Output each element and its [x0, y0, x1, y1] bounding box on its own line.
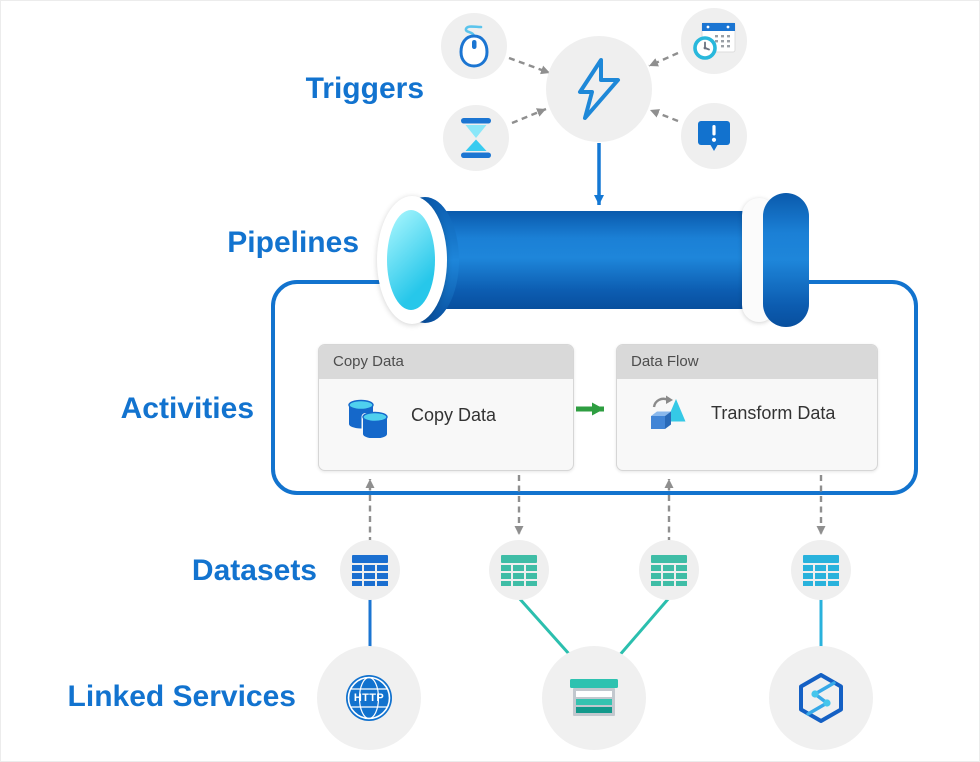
pipeline-pipe-body	[429, 211, 761, 309]
data-flow-icon	[651, 395, 686, 429]
pipeline-pipe-collar	[763, 193, 809, 327]
copy-data-card-label: Copy Data	[411, 404, 497, 425]
tumbling-window-trigger-circle	[443, 105, 509, 171]
tumbling-trigger-connector	[511, 107, 547, 125]
alert-message-icon	[698, 121, 730, 151]
hourglass-icon	[461, 118, 491, 158]
event-trigger-connector	[649, 108, 679, 123]
synapse-hexagon-icon	[799, 673, 843, 723]
dataset-circle-2	[489, 540, 549, 600]
copy-data-activity-card: Copy Data Copy Data	[318, 344, 574, 471]
manual-trigger-connector	[508, 56, 551, 75]
copy-data-icon	[348, 399, 389, 438]
trigger-hub-circle	[546, 36, 652, 142]
triggers-label: Triggers	[305, 72, 424, 105]
schedule-trigger-connector	[648, 51, 679, 68]
dataset-circle-3	[639, 540, 699, 600]
dataset-table-icon-teal	[651, 554, 687, 586]
manual-trigger-circle	[441, 13, 507, 79]
dataset-circle-1	[340, 540, 400, 600]
data-flow-card-label: Transform Data	[711, 402, 836, 423]
linked-service-storage-circle	[542, 646, 646, 750]
dataset-circle-4	[791, 540, 851, 600]
activities-label: Activities	[120, 392, 254, 425]
pipeline-pipe-opening	[387, 210, 435, 310]
calendar-clock-icon	[693, 22, 736, 60]
dataset-table-icon-teal	[501, 554, 537, 586]
data-flow-card-header: Data Flow	[617, 345, 877, 379]
event-trigger-circle	[681, 103, 747, 169]
pipelines-label: Pipelines	[227, 226, 359, 259]
datasets-label: Datasets	[191, 554, 317, 587]
mouse-icon	[459, 25, 489, 68]
http-label: HTTP	[353, 692, 385, 704]
data-flow-activity-card: Data Flow Transform Data	[616, 344, 878, 471]
linked-services-label: Linked Services	[67, 680, 296, 713]
table-storage-icon	[570, 679, 618, 716]
dataset-table-icon-blue	[352, 554, 388, 586]
copy-data-card-header: Copy Data	[319, 345, 573, 379]
linked-service-http-circle: HTTP	[317, 646, 421, 750]
schedule-trigger-circle	[681, 8, 747, 74]
lightning-bolt-icon	[578, 58, 620, 120]
linked-service-synapse-circle	[769, 646, 873, 750]
http-globe-icon: HTTP	[346, 675, 392, 721]
dataset-table-icon-cyan	[803, 554, 839, 586]
